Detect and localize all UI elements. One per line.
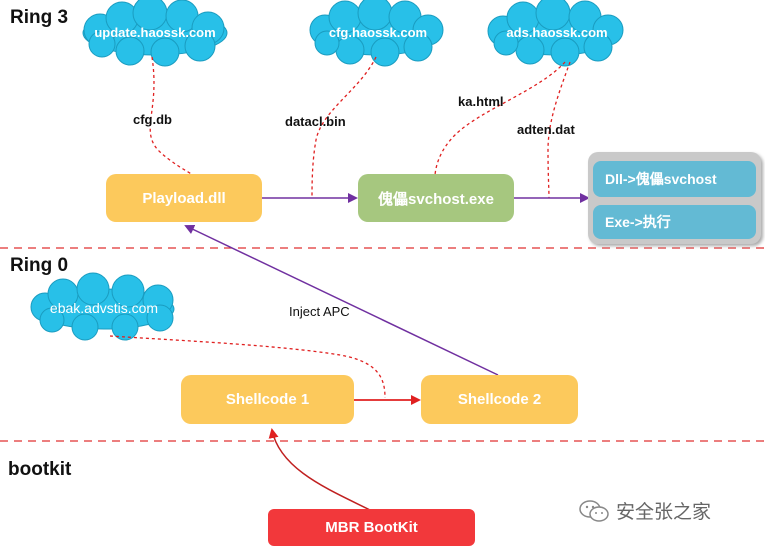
arrow-mbr-shellcode1 [268,428,371,511]
bootkit-label: bootkit [8,459,72,480]
node-mbr-bootkit: MBR BootKit [268,509,475,546]
edge-datacl [311,56,377,199]
ring0-label: Ring 0 [10,255,69,276]
panel-item-exe: Exe->执行 [593,205,756,239]
cloud-ads-label: ads.haossk.com [506,25,608,40]
cloud-update-label: update.haossk.com [94,25,216,40]
wechat-icon [579,500,609,522]
node-shellcode2: Shellcode 2 [421,375,578,424]
ring3-label: Ring 3 [10,7,69,28]
edge-label-inject: Inject APC [289,304,350,319]
edge-ebak [109,335,386,399]
edge-cfgdb [149,56,196,177]
cloud-cfg [309,0,444,67]
node-playload: Playload.dll [106,174,262,222]
cloud-ads [487,0,624,67]
edge-label-cfgdb: cfg.db [133,112,172,127]
arrow-inject-apc [184,224,499,376]
edge-kahtml [434,61,566,176]
cloud-cfg-label: cfg.haossk.com [328,25,428,40]
panel-item-dll: Dll->傀儡svchost [593,161,756,197]
node-svchost: 傀儡svchost.exe [358,174,514,222]
edge-label-adten: adten.dat [517,122,575,137]
watermark-text: 安全张之家 [616,502,712,523]
cloud-update [82,0,228,67]
edge-label-datacl: datacl.bin [285,114,346,129]
edge-adten [547,61,571,199]
edge-label-kahtml: ka.html [458,94,504,109]
cloud-ebak [30,272,175,341]
node-shellcode1: Shellcode 1 [181,375,354,424]
cloud-ebak-label: ebak.advstis.com [49,300,159,316]
